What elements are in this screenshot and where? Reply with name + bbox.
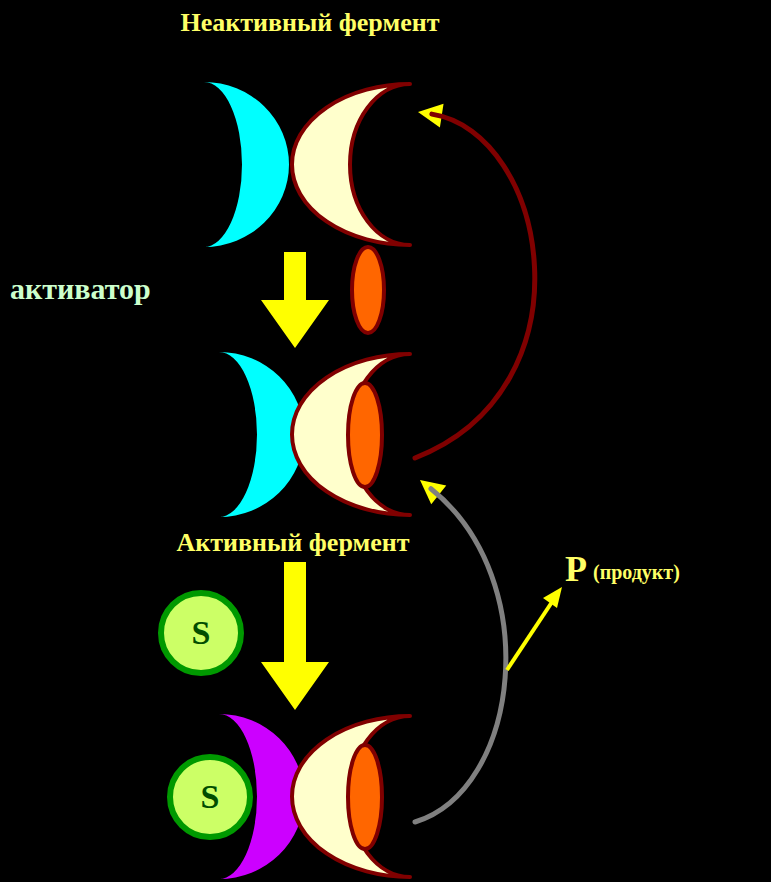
enzyme-subunit: [204, 82, 289, 247]
node-heading: Активный фермент: [177, 528, 410, 558]
node-label: S: [192, 614, 211, 652]
block-arrow: [261, 252, 329, 348]
active-enzyme: Активный фермент: [215, 350, 415, 520]
regulatory-subunit: [292, 354, 410, 515]
block-arrow: [261, 562, 329, 710]
product-leader: [507, 602, 552, 670]
curved-connector: [415, 114, 535, 458]
node-heading: Неактивный фермент: [181, 8, 440, 38]
regulatory-subunit: [292, 716, 410, 877]
substrate-circle: [161, 593, 241, 673]
product-arrowhead: [543, 587, 562, 608]
bound-activator: [348, 745, 382, 849]
product-label: (продукт): [593, 561, 680, 584]
enzyme-substrate-complex: S: [165, 712, 415, 880]
activator-oval: [352, 247, 384, 333]
activator-label: активатор: [10, 272, 151, 306]
regulatory-subunit: [292, 84, 410, 245]
shape-outline: [215, 350, 415, 520]
curved-connector: [415, 489, 506, 822]
bound-activator: [348, 383, 382, 487]
substrate-circle: [170, 757, 250, 837]
product-symbol: P: [565, 548, 587, 590]
substrate: S: [157, 589, 245, 677]
shape-outline: [200, 80, 415, 250]
node-label: S: [201, 778, 220, 816]
inactive-enzyme: Неактивный фермент: [200, 80, 415, 250]
